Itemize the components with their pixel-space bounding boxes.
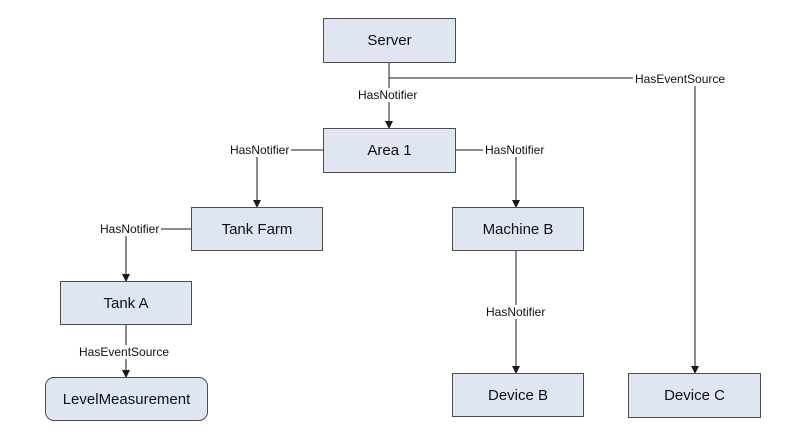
edge-tankfarm-tanka	[122, 228, 191, 282]
node-machine-b-label: Machine B	[482, 220, 554, 238]
node-device-c[interactable]: Device C	[628, 373, 761, 418]
edge-label-machineb-deviceb: HasNotifier	[486, 305, 546, 319]
node-server-label: Server	[367, 32, 412, 49]
node-machine-b[interactable]: Machine B	[452, 207, 584, 251]
node-tank-farm[interactable]: Tank Farm	[191, 207, 323, 251]
edge-label-tankfarm-tanka: HasNotifier	[100, 222, 162, 236]
node-device-c-label: Device C	[664, 387, 725, 404]
node-device-b[interactable]: Device B	[452, 373, 584, 417]
edge-label-server-area1: HasNotifier	[358, 88, 418, 102]
node-tank-a-label: Tank A	[103, 294, 149, 312]
node-tank-a[interactable]: Tank A	[60, 281, 192, 325]
node-tank-farm-label: Tank Farm	[221, 220, 293, 238]
edge-label-tanka-levelmeasurement: HasEventSource	[79, 345, 170, 359]
edge-label-area1-machineb: HasNotifier	[483, 143, 545, 157]
node-device-b-label: Device B	[487, 386, 549, 404]
node-area1[interactable]: Area 1	[323, 128, 456, 173]
node-area1-label: Area 1	[367, 142, 412, 159]
node-server[interactable]: Server	[323, 18, 456, 63]
node-level-measurement-label: LevelMeasurement	[62, 390, 191, 408]
node-level-measurement[interactable]: LevelMeasurement	[45, 377, 208, 421]
edge-label-area1-tankfarm: HasNotifier	[230, 143, 292, 157]
edge-area1-machineb	[455, 149, 520, 208]
edge-area1-tankfarm	[253, 149, 323, 208]
edge-label-server-devicec: HasEventSource	[633, 72, 728, 86]
